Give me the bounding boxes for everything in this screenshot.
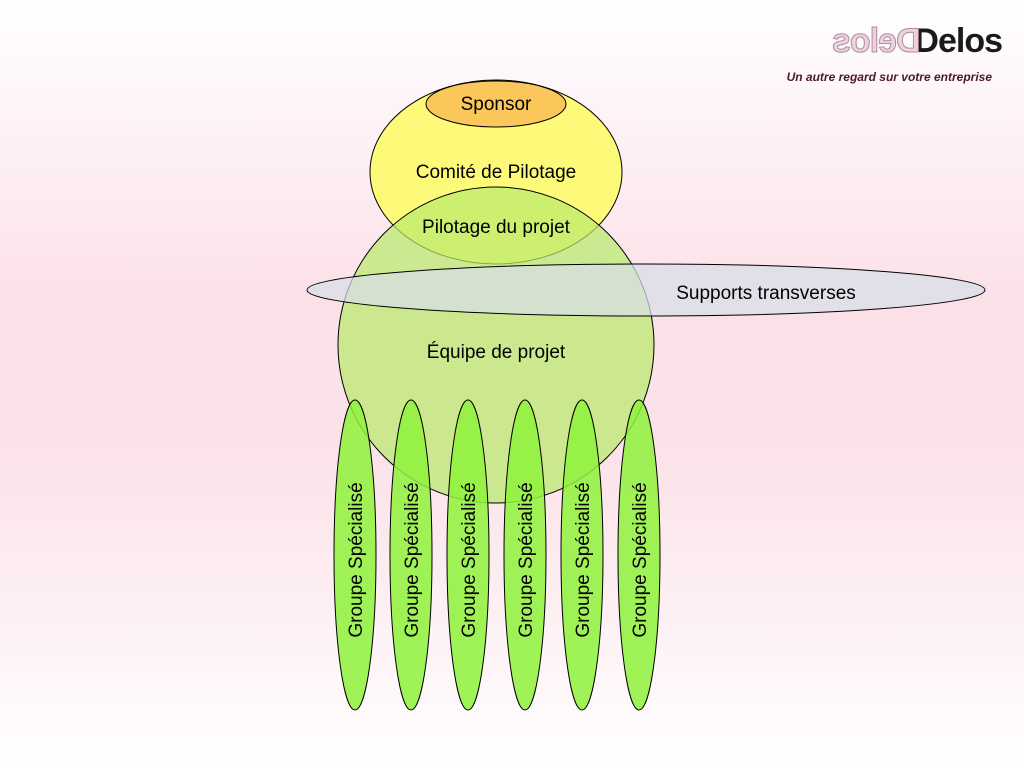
groupe-label-5: Groupe Spécialisé	[573, 482, 594, 637]
sponsor-ellipse	[425, 80, 567, 128]
logo-word: Delos	[914, 22, 1003, 60]
groupe-label-1: Groupe Spécialisé	[346, 482, 367, 637]
pilotage-label: Pilotage du projet	[422, 217, 571, 238]
groupe-label-6: Groupe Spécialisé	[630, 482, 651, 637]
groupe-label-4: Groupe Spécialisé	[516, 482, 537, 637]
groupe-ellipse-4	[503, 399, 547, 711]
supports-label: Supports transverses	[676, 283, 856, 304]
comite-label: Comité de Pilotage	[416, 162, 577, 183]
groupe-ellipse-1	[333, 399, 377, 711]
sponsor-label: Sponsor	[461, 94, 532, 115]
groupe-ellipse-3	[446, 399, 490, 711]
supports-ellipse	[306, 263, 986, 317]
groupe-label-3: Groupe Spécialisé	[459, 482, 480, 637]
groupe-ellipse-5	[560, 399, 604, 711]
groupe-ellipse-6	[617, 399, 661, 711]
equipe-label: Équipe de projet	[427, 342, 566, 363]
groupe-label-2: Groupe Spécialisé	[402, 482, 423, 637]
logo-tagline: Un autre regard sur votre entreprise	[786, 70, 992, 84]
groupe-ellipse-2	[389, 399, 433, 711]
groupes-layer	[333, 399, 661, 711]
logo-row: DelosDelos	[832, 22, 1003, 62]
delos-logo: DelosDelos Un autre regard sur votre ent…	[782, 22, 1003, 92]
